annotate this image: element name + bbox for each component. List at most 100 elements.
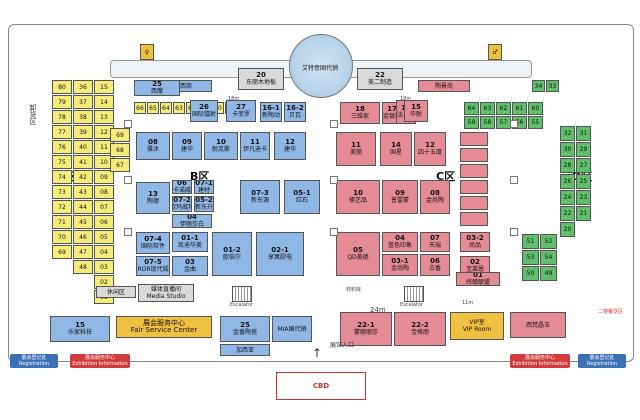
booth-a-72[interactable]: 72 (52, 200, 72, 214)
booth-a-80[interactable]: 80 (52, 80, 72, 94)
booth-a-48[interactable]: 48 (73, 260, 93, 274)
booth-a-07[interactable]: 07 (94, 200, 114, 214)
booth-d-33[interactable]: 33 (546, 80, 559, 92)
booth-d-23[interactable]: 23 (576, 190, 591, 205)
booth-a-08[interactable]: 08 (94, 185, 114, 199)
booth-b-68[interactable]: 68 (110, 143, 130, 157)
booth-b-67[interactable]: 67 (110, 158, 130, 172)
booth-d-27[interactable]: 27 (576, 158, 591, 173)
booth-b-top-64[interactable]: 64 (160, 102, 172, 114)
booth-lejia[interactable]: 15 乐家科技 (50, 316, 110, 342)
booth-a-06[interactable]: 06 (94, 215, 114, 229)
booth-a-70[interactable]: 70 (52, 230, 72, 244)
booth-d-34[interactable]: 34 (532, 80, 545, 92)
booth-a-79[interactable]: 79 (52, 95, 72, 109)
booth-a-46[interactable]: 46 (73, 230, 93, 244)
booth-a-41[interactable]: 41 (73, 155, 93, 169)
booth-d-62[interactable]: 62 (496, 102, 511, 115)
booth-d-20[interactable]: 20 (560, 222, 575, 237)
booth-d-49[interactable]: 49 (540, 266, 557, 281)
booth-jiaxiya[interactable]: 加西亚 (220, 344, 270, 356)
booth-a-14[interactable]: 14 (94, 95, 114, 109)
booth-d-26[interactable]: 26 (560, 174, 575, 189)
booth-a-44[interactable]: 44 (73, 200, 93, 214)
registration-left[interactable]: 展会登记处 Registration (10, 354, 58, 368)
booth-a-38[interactable]: 38 (73, 110, 93, 124)
info-right[interactable]: 展会服务中心 Exhibition Information (510, 354, 570, 368)
booth-d-24[interactable]: 24 (560, 190, 575, 205)
booth-c-small[interactable] (460, 180, 488, 194)
booth-d-22[interactable]: 22 (560, 206, 575, 221)
booth-20[interactable]: 20 东丽木地板 (238, 68, 284, 90)
central-dome[interactable] (289, 34, 353, 98)
booth-a-76[interactable]: 76 (52, 140, 72, 154)
booth-a-43[interactable]: 43 (73, 185, 93, 199)
booth-c-small[interactable] (460, 196, 488, 210)
booth-a-69[interactable]: 69 (52, 245, 72, 259)
booth-d-63[interactable]: 63 (480, 102, 495, 115)
booth-a-36[interactable]: 36 (73, 80, 93, 94)
rest-area[interactable]: 休闲区 (96, 286, 136, 298)
booth-a-39[interactable]: 39 (73, 125, 93, 139)
booth-a-13[interactable]: 13 (94, 110, 114, 124)
booth-a-12[interactable]: 12 (94, 125, 114, 139)
booth-b-07-2[interactable]: 07-2欧玛威邦 (172, 196, 192, 212)
booth-d-32[interactable]: 32 (560, 126, 575, 141)
booth-c-small[interactable] (460, 132, 488, 146)
booth-d-54[interactable]: 54 (540, 250, 557, 265)
fair-service-center[interactable]: 展会服务中心 Fair Service Center (116, 316, 212, 338)
booth-a-73[interactable]: 73 (52, 185, 72, 199)
booth-a-77[interactable]: 77 (52, 125, 72, 139)
booth-d-55[interactable]: 55 (528, 116, 543, 129)
booth-d-58[interactable]: 58 (480, 116, 495, 129)
booth-25[interactable]: 25 金香陶瓷 (220, 316, 270, 342)
booth-22-1[interactable]: 22-1 蒙娜丽莎 (340, 312, 392, 346)
booth-d-30[interactable]: 30 (560, 142, 575, 157)
registration-right[interactable]: 展会登记处 Registration (578, 354, 626, 368)
booth-d-29[interactable]: 29 (576, 142, 591, 157)
booth-d-51[interactable]: 51 (522, 234, 539, 249)
booth-c-small[interactable] (460, 148, 488, 162)
booth-d-61[interactable]: 61 (512, 102, 527, 115)
booth-b-top-66[interactable]: 66 (134, 102, 146, 114)
booth-d-52[interactable]: 52 (540, 234, 557, 249)
booth-a-05[interactable]: 05 (94, 230, 114, 244)
booth-d-64[interactable]: 64 (464, 102, 479, 115)
booth-a-47[interactable]: 47 (73, 245, 93, 259)
booth-a-09[interactable]: 09 (94, 170, 114, 184)
booth-c-small[interactable] (460, 164, 488, 178)
booth-b-top-63[interactable]: 63 (173, 102, 185, 114)
booth-xifan[interactable]: 西梵晶玉 (510, 312, 566, 338)
booth-a-04[interactable]: 04 (94, 245, 114, 259)
vip-room[interactable]: VIP室 VIP Room (450, 312, 504, 340)
booth-22-2[interactable]: 22-2 宝格丽 (394, 312, 446, 346)
booth-a-74[interactable]: 74 (52, 170, 72, 184)
booth-mia[interactable]: MIA国代销 (272, 316, 312, 342)
